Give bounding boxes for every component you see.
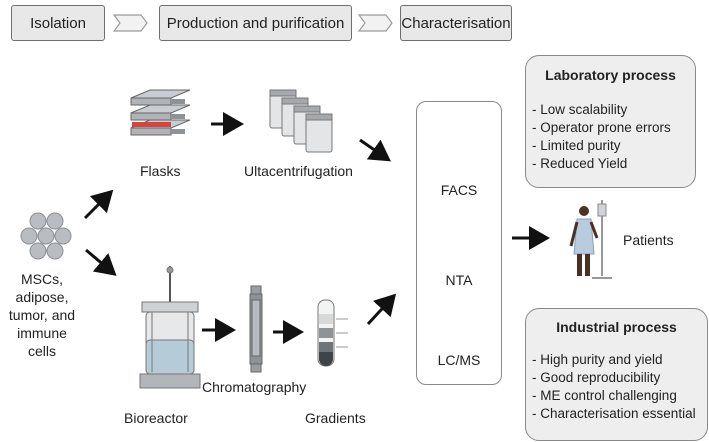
method-nta-label: NTA <box>445 272 473 288</box>
stage-production: Production and purification <box>159 5 352 41</box>
chromatography-column-icon <box>249 285 263 373</box>
industrial-process-title: Industrial process <box>556 319 677 335</box>
characterisation-methods-box <box>416 101 502 385</box>
list-item: - Operator prone errors <box>532 120 671 135</box>
laboratory-process-title: Laboratory process <box>545 67 676 83</box>
patients-label: Patients <box>623 232 674 248</box>
method-facs-label: FACS <box>440 182 478 198</box>
flasks-icon <box>130 89 191 136</box>
arrow-cells-to-bioreactor <box>85 248 117 276</box>
flasks-label: Flasks <box>140 163 181 179</box>
stage-production-label: Production and purification <box>166 14 345 32</box>
list-item: - Low scalability <box>532 102 628 117</box>
stage-isolation-label: Isolation <box>30 14 86 32</box>
bioreactor-label: Bioreactor <box>124 410 188 426</box>
industrial-process-panel: Industrial process - High purity and yie… <box>525 308 708 441</box>
list-item: - Reduced Yield <box>532 156 628 171</box>
list-item: - Characterisation essential <box>532 406 696 421</box>
bioreactor-icon <box>139 266 201 389</box>
cells-line-4: immune cells <box>17 325 67 359</box>
ultracentrifugation-label: Ultacentrifugation <box>244 163 353 179</box>
cells-line-3: tumor, and <box>8 307 76 323</box>
stage-characterisation: Characterisation <box>400 5 512 41</box>
gradient-tube-icon <box>317 299 348 367</box>
gradients-label: Gradients <box>305 410 366 426</box>
list-item: - High purity and yield <box>532 352 663 367</box>
laboratory-process-list: - Low scalability - Operator prone error… <box>532 101 671 173</box>
industrial-process-list: - High purity and yield - Good reproduci… <box>532 351 696 423</box>
arrow-cells-to-flasks <box>83 189 114 220</box>
arrow-gradients-to-methods <box>366 293 397 326</box>
list-item: - Limited purity <box>532 138 621 153</box>
list-item: - ME control challenging <box>532 388 677 403</box>
stage-isolation: Isolation <box>11 5 105 41</box>
laboratory-process-panel: Laboratory process - Low scalability - O… <box>525 55 696 188</box>
chevron-right-icon <box>358 14 393 32</box>
chevron-right-icon <box>113 14 148 32</box>
chromatography-label: Chromatography <box>202 379 307 395</box>
source-cells-label: MSCs, adipose, tumor, and immune cells <box>4 270 80 360</box>
method-lcms-label: LC/MS <box>437 352 481 368</box>
patient-icon <box>569 200 612 279</box>
cell-cluster-icon <box>20 212 72 260</box>
ultracentrifuge-tubes-icon <box>269 89 333 153</box>
cells-line-1: MSCs, <box>21 271 63 287</box>
arrow-ultracentrifugation-to-methods <box>359 138 391 162</box>
stage-characterisation-label: Characterisation <box>401 14 511 32</box>
list-item: - Good reproducibility <box>532 370 661 385</box>
cells-line-2: adipose, <box>15 289 69 305</box>
